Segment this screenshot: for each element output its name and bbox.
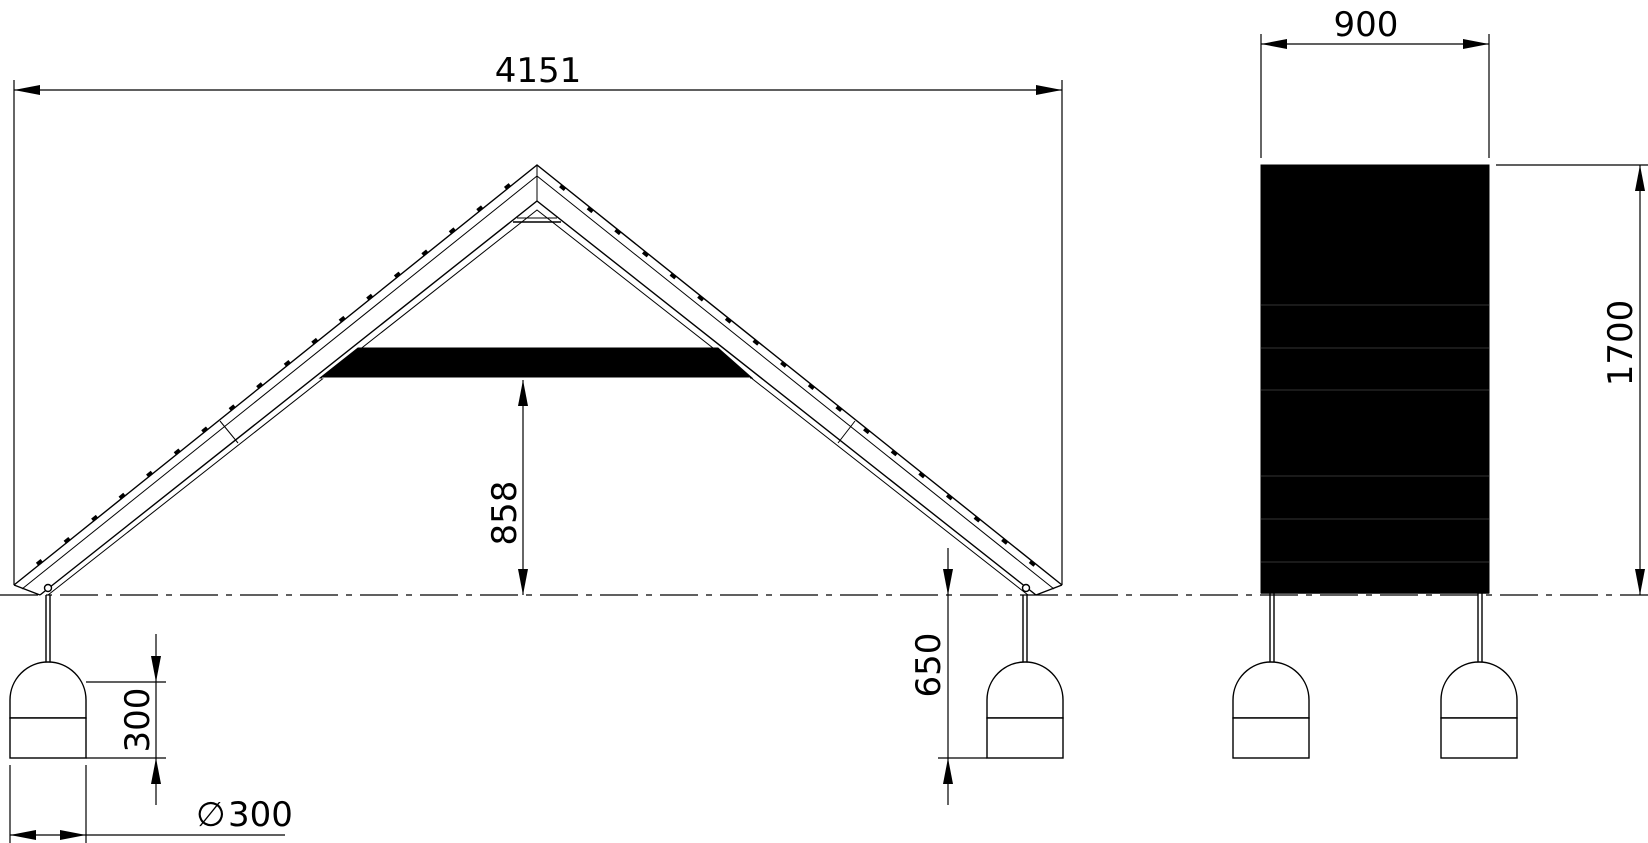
dim-leg-height-label: 650 [909, 633, 949, 698]
roof-bolt [393, 271, 402, 279]
roof-bolt [780, 360, 788, 368]
roof-bolt [173, 448, 181, 456]
dim-side-height-label: 1700 [1601, 300, 1641, 387]
roof-bolt [146, 470, 154, 478]
roof-bolt [724, 316, 733, 324]
roof-bolt [118, 492, 126, 500]
roof-bolt [1028, 559, 1036, 567]
roof-bolt [614, 228, 622, 236]
roof-bolt [835, 405, 843, 413]
right-leg-foot [986, 595, 1064, 759]
left-leg-foot [9, 595, 87, 759]
dim-leg-height: 650 [909, 548, 987, 805]
roof-bolt [669, 272, 677, 280]
dim-foot-diameter: ∅ 300 [9, 765, 293, 843]
roof-bolt [421, 249, 429, 257]
side-view [1232, 164, 1518, 759]
roof-bolt [283, 359, 291, 367]
roof-bolt [586, 206, 594, 214]
roof-bolt [63, 536, 71, 544]
roof-bolt [559, 184, 567, 192]
dim-beam-height-label: 858 [485, 481, 525, 546]
dim-side-height: 1700 [1496, 164, 1648, 595]
roof-bolt [918, 471, 926, 479]
roof-bolt [338, 315, 346, 323]
roof-bolt [973, 515, 981, 523]
dim-side-width: 900 [1260, 5, 1490, 158]
roof-bolt [807, 383, 816, 390]
roof-bolt [91, 514, 99, 522]
roof-bolt [1001, 537, 1009, 545]
dim-side-width-label: 900 [1334, 5, 1399, 45]
roof-bolt [35, 559, 44, 566]
roof-bolt [476, 205, 484, 213]
dim-beam-height: 858 [485, 380, 528, 595]
roof-bolt [311, 337, 319, 345]
dim-foot-diameter-label: 300 [228, 795, 293, 835]
cross-beam [318, 347, 754, 379]
roof-bolt [366, 293, 374, 301]
roof-bolt [697, 294, 705, 302]
roof-bolt [503, 183, 512, 191]
dim-foot-height: 300 [86, 634, 166, 805]
a-frame-front-view [13, 164, 1063, 596]
roof-bolt [641, 250, 650, 258]
dim-overall-width: 4151 [13, 51, 1063, 585]
roof-bolt [201, 426, 209, 434]
roof-bolts [35, 183, 1036, 567]
roof-bolt [228, 404, 236, 412]
dim-foot-diameter-symbol: ∅ [196, 795, 226, 835]
roof-bolt [863, 427, 871, 435]
dim-overall-width-label: 4151 [495, 51, 582, 91]
roof-bolt [890, 449, 898, 457]
dim-foot-height-label: 300 [118, 688, 158, 753]
roof-bolt [752, 338, 760, 346]
roof-bolt [945, 493, 954, 501]
roof-bolt [256, 382, 264, 390]
roof-bolt [448, 227, 456, 235]
